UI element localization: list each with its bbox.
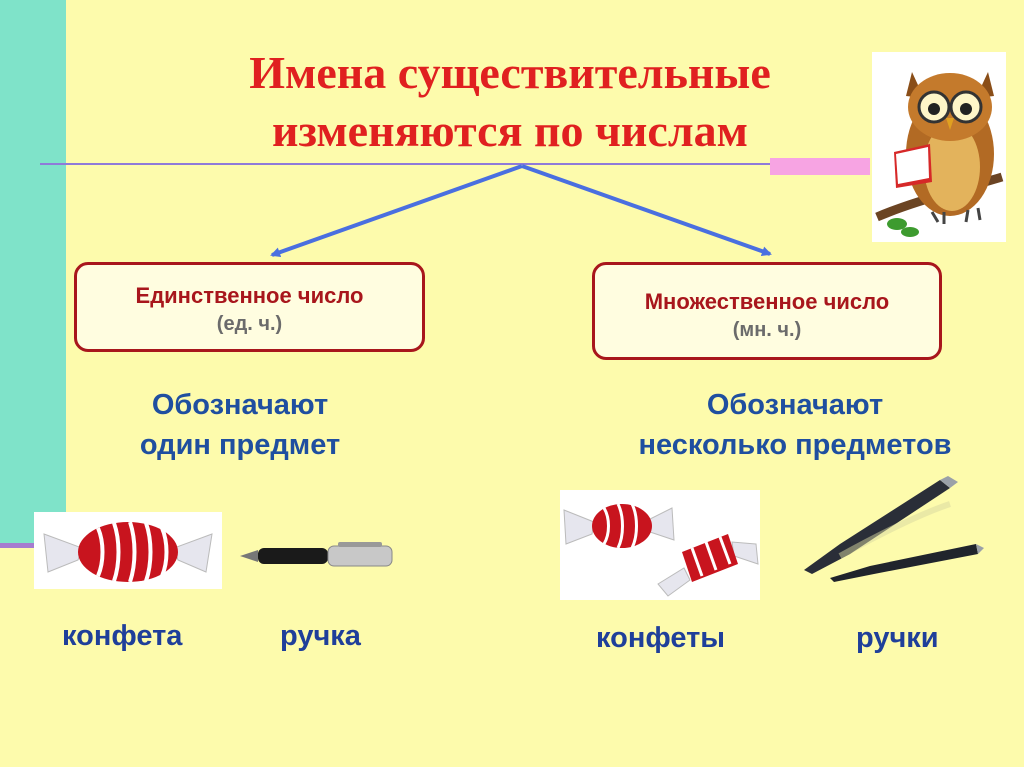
singular-desc-line-1: Обозначают — [151, 389, 329, 421]
pen-icon — [238, 534, 394, 578]
singular-abbreviation: (ед. ч.) — [216, 313, 283, 335]
plural-description: Обозначают несколько предметов — [600, 385, 990, 465]
owl-reading-book-icon — [872, 52, 1006, 242]
example-word-pen: ручка — [280, 620, 361, 652]
singular-desc-line-2: один предмет — [139, 429, 341, 461]
plural-label: Множественное число — [644, 289, 890, 314]
candy-icon — [34, 512, 222, 589]
plural-desc-line-2: несколько предметов — [638, 429, 952, 461]
singular-number-box: Единственное число (ед. ч.) — [74, 262, 425, 352]
title-line-1: Имена существительные — [249, 47, 771, 98]
singular-description: Обозначают один предмет — [80, 385, 400, 465]
candies-icon — [560, 490, 760, 600]
pink-accent-bar — [770, 158, 870, 175]
arrow-to-plural — [521, 164, 772, 257]
plural-desc-line-1: Обозначают — [706, 389, 884, 421]
pens-icon — [800, 474, 985, 584]
left-strip-accent-line — [0, 543, 66, 548]
plural-number-box: Множественное число (мн. ч.) — [592, 262, 942, 360]
example-word-pens: ручки — [856, 622, 939, 654]
singular-label: Единственное число — [135, 283, 364, 308]
left-decorative-strip — [0, 0, 66, 548]
example-word-candies: конфеты — [596, 622, 726, 654]
example-word-candy: конфета — [62, 620, 183, 652]
slide-title: Имена существительные изменяются по числ… — [150, 44, 870, 160]
title-line-2: изменяются по числам — [272, 105, 748, 156]
arrow-to-singular — [270, 164, 523, 258]
plural-abbreviation: (мн. ч.) — [732, 319, 802, 341]
title-divider-line — [40, 163, 770, 165]
